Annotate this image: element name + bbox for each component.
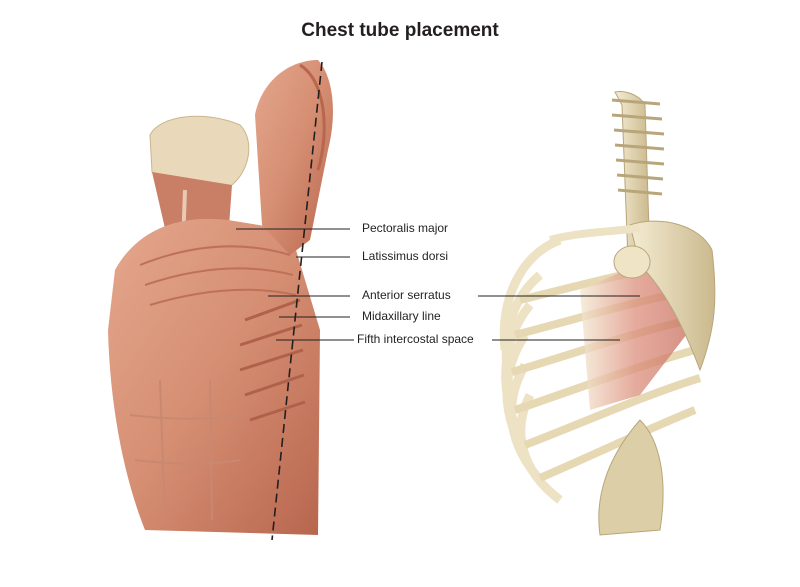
label-anterior-serratus: Anterior serratus xyxy=(360,288,453,302)
muscle-torso-illustration xyxy=(108,60,333,541)
leader-lines xyxy=(236,228,640,341)
figure-title: Chest tube placement xyxy=(301,20,499,41)
label-midaxillary-line: Midaxillary line xyxy=(360,309,443,323)
label-fifth-intercostal-space: Fifth intercostal space xyxy=(355,332,476,346)
ribcage-illustration xyxy=(499,91,716,536)
label-pectoralis-major: Pectoralis major xyxy=(360,221,451,235)
label-latissimus-dorsi: Latissimus dorsi xyxy=(360,249,451,263)
